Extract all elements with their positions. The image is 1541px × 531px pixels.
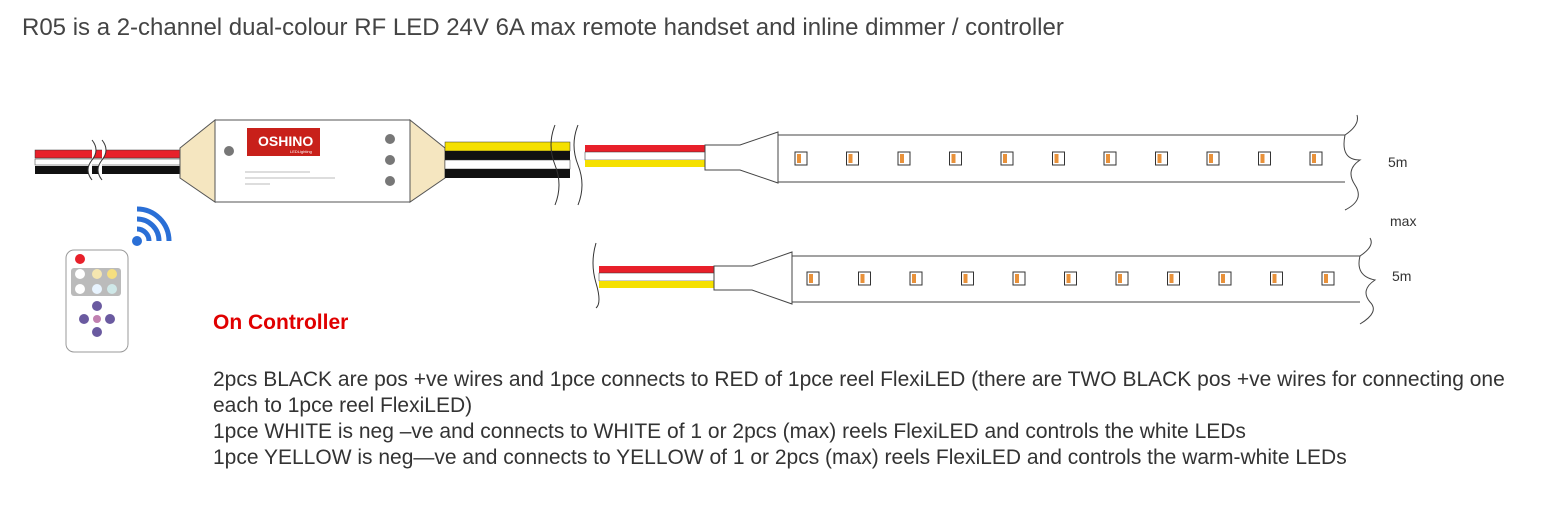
led-chip xyxy=(1103,151,1117,166)
led-chip xyxy=(846,151,859,166)
rf-signal-icon xyxy=(132,206,172,246)
led-chip xyxy=(949,151,962,166)
led-chip xyxy=(1115,271,1129,286)
led-chip xyxy=(1155,151,1168,166)
input-wires xyxy=(34,139,181,181)
led-chip xyxy=(909,271,923,286)
led-chip xyxy=(1270,271,1283,286)
diagram-title: R05 is a 2-channel dual-colour RF LED 24… xyxy=(22,14,1064,41)
led-chip xyxy=(1012,271,1026,286)
led-chip xyxy=(1052,151,1065,166)
notes-heading: On Controller xyxy=(213,311,349,334)
bottom-strip-lead xyxy=(592,242,793,309)
led-chip xyxy=(961,271,974,286)
top-strip-length: 5m xyxy=(1388,154,1408,170)
led-chip xyxy=(1309,151,1323,166)
remote-handset-icon xyxy=(65,249,129,353)
led-strip-bottom xyxy=(792,237,1377,325)
led-chip xyxy=(897,151,911,166)
led-chip xyxy=(1064,271,1077,286)
output-wires xyxy=(444,124,583,206)
bottom-strip-length: 5m xyxy=(1392,268,1412,284)
led-strip-top xyxy=(778,114,1362,211)
led-chip xyxy=(1206,151,1220,166)
note-yellow-wire: 1pce YELLOW is neg—ve and connects to YE… xyxy=(213,446,1347,469)
note-white-wire: 1pce WHITE is neg –ve and connects to WH… xyxy=(213,420,1246,443)
led-row-bottom xyxy=(806,271,1335,286)
note-black-wires: 2pcs BLACK are pos +ve wires and 1pce co… xyxy=(213,368,1505,417)
controller-unit: OSHINO LEDLighting xyxy=(179,118,446,203)
brand-logo xyxy=(247,128,320,156)
led-chip xyxy=(858,271,871,286)
max-label: max xyxy=(1390,213,1417,229)
led-row-top xyxy=(794,151,1323,166)
brand-name: OSHINO xyxy=(258,133,313,149)
led-chip xyxy=(1167,271,1180,286)
led-chip xyxy=(1218,271,1232,286)
notes-body: 2pcs BLACK are pos +ve wires and 1pce co… xyxy=(213,367,1513,471)
led-chip xyxy=(1258,151,1271,166)
brand-sub: LEDLighting xyxy=(290,149,312,154)
led-chip xyxy=(794,151,808,166)
led-chip xyxy=(806,271,820,286)
top-strip-lead xyxy=(584,131,779,184)
led-chip xyxy=(1000,151,1014,166)
led-chip xyxy=(1321,271,1335,286)
